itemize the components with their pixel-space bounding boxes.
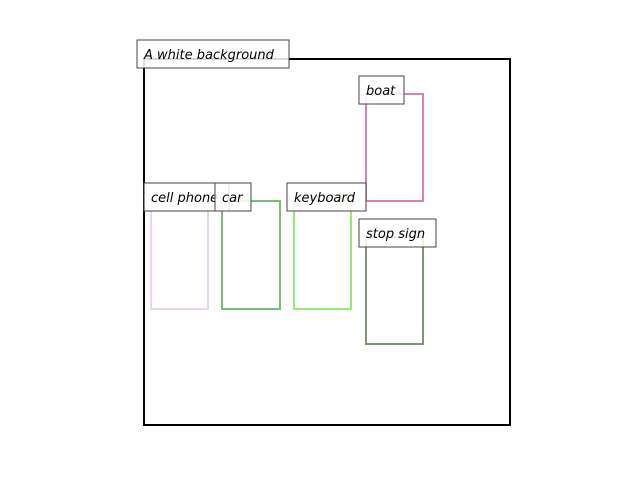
caption-text: A white background bbox=[143, 48, 275, 63]
label-car-text: car bbox=[222, 191, 244, 206]
label-keyboard: keyboard bbox=[286, 182, 367, 212]
label-car: car bbox=[214, 182, 252, 212]
caption-label: A white background bbox=[136, 39, 290, 69]
object-box-boat bbox=[365, 93, 424, 202]
label-keyboard-text: keyboard bbox=[294, 191, 356, 206]
label-boat-box bbox=[358, 75, 405, 105]
object-box-car bbox=[221, 200, 281, 310]
object-box-cell-phone bbox=[150, 200, 209, 310]
label-boat-text: boat bbox=[366, 84, 396, 99]
label-stop-sign-text: stop sign bbox=[366, 227, 425, 242]
label-stop-sign-box bbox=[358, 218, 437, 248]
object-box-keyboard bbox=[293, 200, 352, 310]
boat-box bbox=[365, 93, 424, 202]
car-box bbox=[221, 200, 281, 310]
caption-label-box bbox=[136, 39, 290, 69]
label-keyboard-box bbox=[286, 182, 367, 212]
keyboard-box bbox=[293, 200, 352, 310]
stop-sign-box bbox=[365, 236, 424, 345]
label-car-box bbox=[214, 182, 252, 212]
object-box-stop-sign bbox=[365, 236, 424, 345]
scene-frame bbox=[143, 58, 511, 426]
cell-phone-box bbox=[150, 200, 209, 310]
label-cell-phone-text: cell phone bbox=[151, 191, 218, 206]
label-stop-sign: stop sign bbox=[358, 218, 437, 248]
label-boat: boat bbox=[358, 75, 405, 105]
